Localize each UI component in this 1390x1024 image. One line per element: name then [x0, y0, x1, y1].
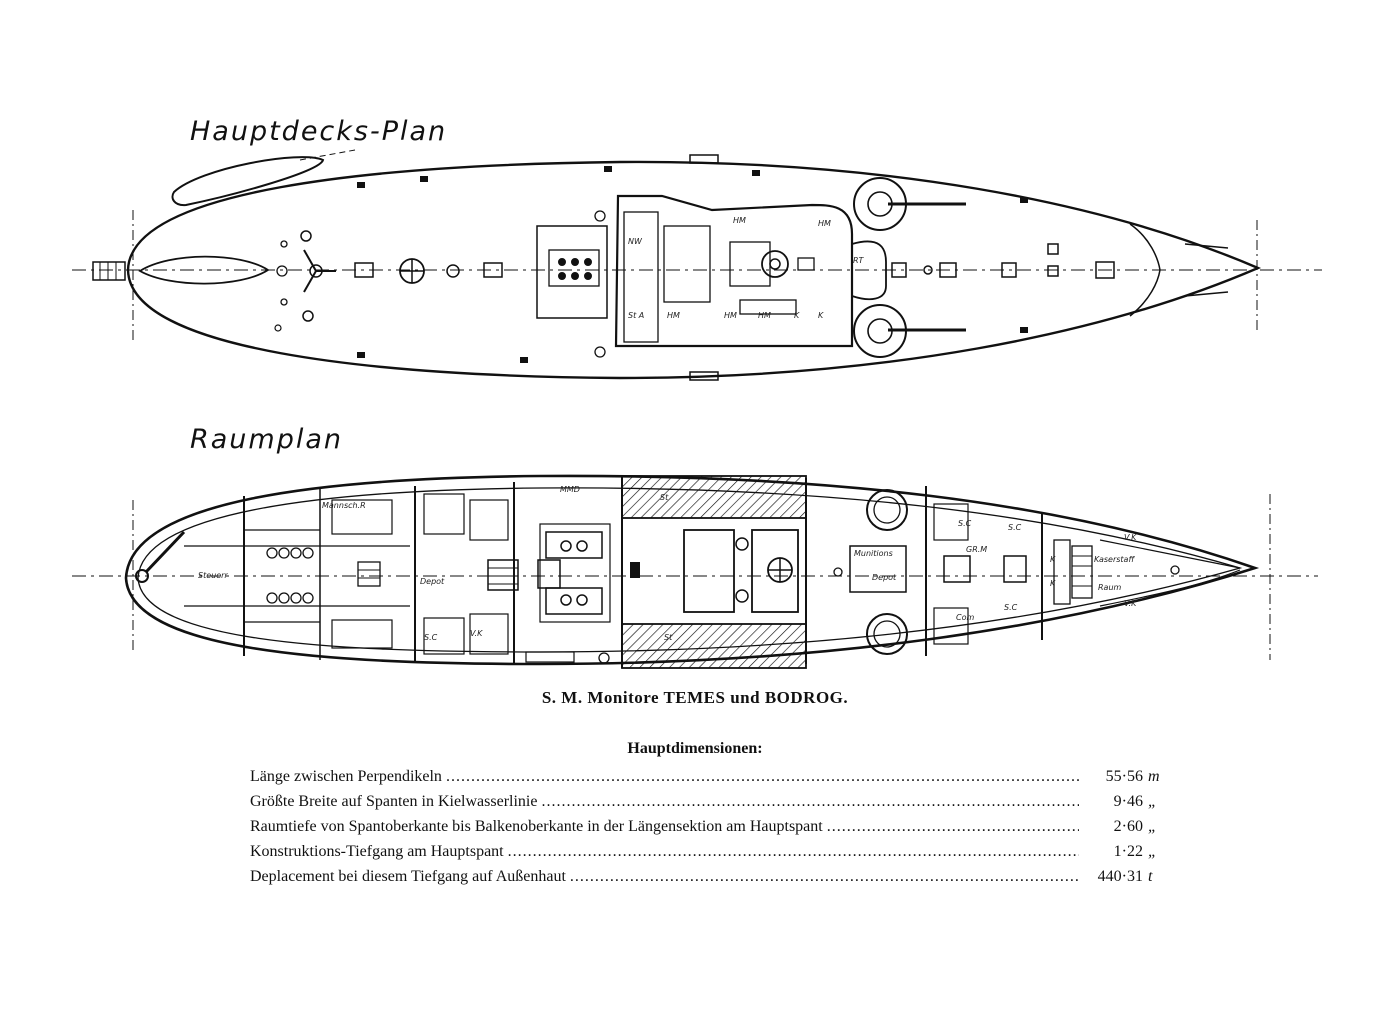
coal-bunker-port — [621, 475, 807, 519]
dimension-label: Konstruktions-Tiefgang am Hauptspant — [250, 843, 504, 860]
dimension-unit: „ — [1148, 818, 1157, 835]
dimension-label: Deplacement bei diesem Tiefgang auf Auße… — [250, 868, 566, 885]
hold-label: Com — [956, 613, 974, 622]
dimension-value: 440·31 — [1097, 868, 1143, 885]
deck-label: HM — [733, 216, 746, 225]
figure-caption: S. M. Monitore TEMES und BODROG. — [541, 688, 849, 707]
dimension-label: Raumtiefe von Spantoberkante bis Balkeno… — [250, 818, 823, 835]
deck-label: HM — [667, 311, 680, 320]
deck-label: St A — [628, 311, 644, 320]
hold-hull-outline — [124, 474, 1260, 666]
deck-label: HM — [758, 311, 771, 320]
hold-label: GR.M — [966, 545, 987, 554]
deck-label: RT — [853, 256, 865, 265]
deck-label: HM — [818, 219, 831, 228]
turret-base-port — [866, 489, 908, 531]
hold-label: Depot — [872, 573, 897, 582]
hold-label: V.K — [1124, 599, 1137, 608]
deck-label: NW — [628, 237, 643, 246]
dimension-row: Größte Breite auf Spanten in Kielwasserl… — [250, 793, 1170, 818]
hold-label: S.C — [1008, 523, 1022, 532]
deck-label: HM — [724, 311, 737, 320]
ship-boat — [171, 156, 325, 207]
dimensions-heading: Hauptdimensionen: — [627, 740, 763, 757]
dimension-unit: „ — [1148, 843, 1157, 860]
hold-label: Munitions — [854, 549, 893, 558]
hold-label: MMD — [560, 485, 580, 494]
hold-labels: MMD Mannsch.R Steuerr Depot S.C V.K Muni… — [198, 485, 1137, 642]
stern-stub — [92, 261, 126, 281]
hold-label: Depot — [420, 577, 445, 586]
leader-dots — [541, 793, 1079, 811]
hold-label: St — [660, 493, 669, 502]
dimension-row: Länge zwischen Perpendikeln 55·56 m — [250, 768, 1170, 793]
turret-base-starboard — [866, 613, 908, 655]
dimension-value: 9·46 — [1113, 793, 1143, 810]
leader-dots — [570, 868, 1079, 886]
main-deck-plan — [72, 149, 1322, 381]
main-deck-plan-title: Hauptdecks-Plan — [190, 116, 447, 147]
hold-label: St — [664, 633, 673, 642]
dimension-row: Deplacement bei diesem Tiefgang auf Auße… — [250, 868, 1170, 893]
dimension-label: Größte Breite auf Spanten in Kielwasserl… — [250, 793, 538, 810]
hold-label: Mannsch.R — [322, 501, 366, 510]
hold-label: S.C — [1004, 603, 1018, 612]
dimension-unit: „ — [1148, 793, 1157, 810]
hold-label: Steuerr — [198, 571, 228, 580]
leader-dots — [508, 843, 1079, 861]
stern-rudder-outline — [138, 255, 270, 285]
hold-label: Raum — [1098, 583, 1122, 592]
leader-dots — [827, 818, 1079, 836]
hold-plan — [72, 474, 1318, 669]
deck-labels: NW HM HM RT St A HM HM HM K K — [628, 216, 865, 320]
hold-label: Kaserstaff — [1094, 555, 1135, 564]
hold-label: K — [1050, 555, 1056, 564]
coal-bunker-starboard — [621, 623, 807, 669]
superstructure — [614, 194, 854, 348]
dimension-value: 55·56 — [1105, 768, 1143, 785]
dimensions-table: Länge zwischen Perpendikeln 55·56 m Größ… — [250, 768, 1170, 893]
deck-label: K — [818, 311, 824, 320]
engine-skylight — [536, 225, 608, 319]
leader-dots — [446, 768, 1079, 786]
hold-label: K — [1050, 579, 1056, 588]
hold-plan-title: Raumplan — [190, 424, 343, 455]
deck-label: K — [794, 311, 800, 320]
dimension-row: Raumtiefe von Spantoberkante bis Balkeno… — [250, 818, 1170, 843]
hold-label: S.C — [424, 633, 438, 642]
dimension-value: 1·22 — [1113, 843, 1143, 860]
dimension-unit: m — [1148, 768, 1160, 785]
dimension-value: 2·60 — [1113, 818, 1143, 835]
hold-label: V.K — [1124, 533, 1137, 542]
hold-label: V.K — [470, 629, 483, 638]
hold-label: S.C — [958, 519, 972, 528]
dimension-row: Konstruktions-Tiefgang am Hauptspant 1·2… — [250, 843, 1170, 868]
main-deck-hull-outline — [126, 160, 1262, 380]
dimension-unit: t — [1148, 868, 1153, 885]
dimension-label: Länge zwischen Perpendikeln — [250, 768, 442, 785]
